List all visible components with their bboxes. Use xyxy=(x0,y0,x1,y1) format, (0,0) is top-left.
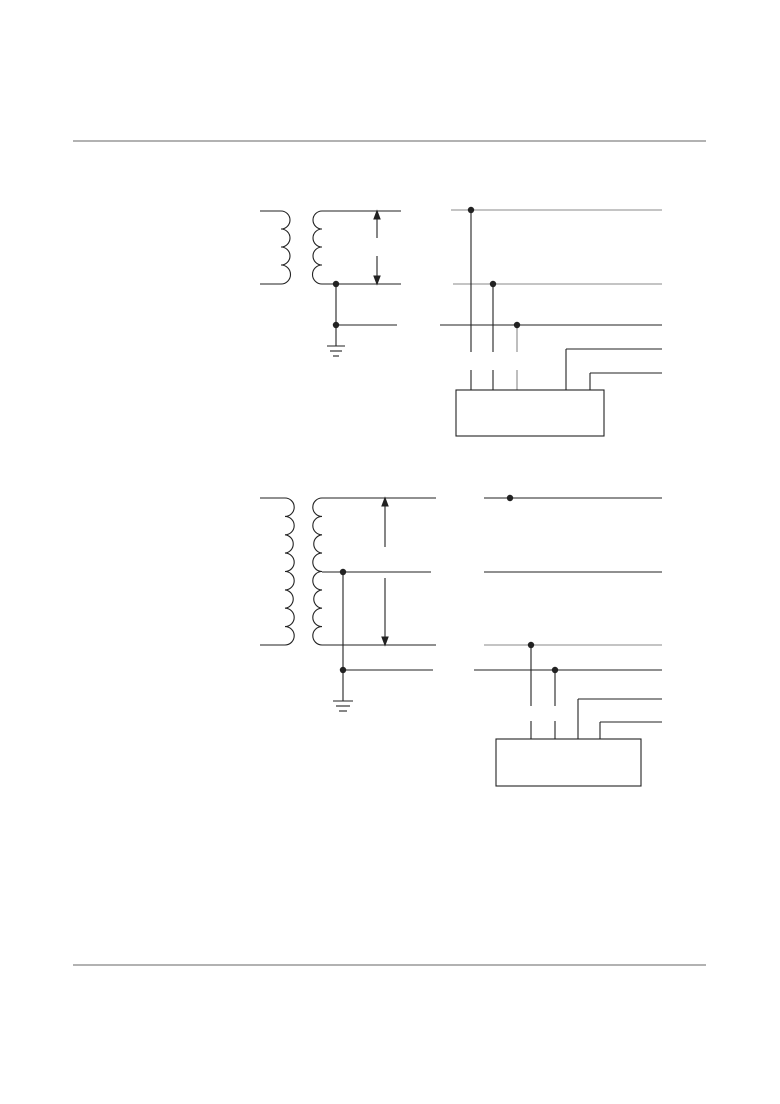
transformer-1-primary-winding xyxy=(260,210,292,285)
transformer-2-primary-winding xyxy=(260,497,295,646)
distribution-lines-2 xyxy=(474,494,662,723)
equipment-drops-1 xyxy=(467,206,591,390)
transformer-1-secondary-winding xyxy=(311,210,401,285)
equipment-box-1 xyxy=(455,389,605,437)
diagram-1 xyxy=(260,206,662,437)
neutral-earth-1 xyxy=(327,280,397,357)
voltage-arrow-2 xyxy=(381,496,389,647)
equipment-drops-2 xyxy=(527,641,601,739)
equipment-box-2 xyxy=(495,738,642,787)
voltage-arrow-1 xyxy=(373,209,381,286)
diagram-2 xyxy=(260,494,662,787)
transformer-2-secondary-winding xyxy=(312,497,436,646)
distribution-lines-1 xyxy=(440,209,662,374)
neutral-earth-2 xyxy=(333,568,433,712)
